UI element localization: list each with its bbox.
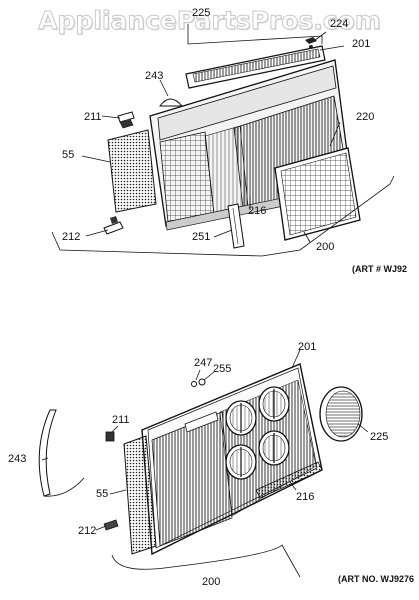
part-55-filter	[107, 129, 157, 213]
part-225-louver	[185, 45, 326, 89]
label-201-bottom: 201	[298, 341, 316, 353]
round-louvers	[225, 386, 290, 480]
label-247: 247	[194, 357, 212, 369]
label-200-bottom: 200	[202, 576, 220, 588]
label-201: 201	[352, 38, 370, 50]
part-251-bar	[227, 203, 245, 249]
label-251: 251	[192, 231, 210, 243]
label-211-bottom: 211	[112, 414, 130, 426]
art-reference-bottom: (ART NO. WJ9276	[338, 574, 414, 584]
label-243-bottom: 243	[8, 453, 26, 465]
round-louver-1	[225, 400, 257, 436]
label-220: 220	[356, 111, 374, 123]
label-225-bottom: 225	[370, 431, 388, 443]
top-leader-lines	[51, 24, 395, 257]
watermark: AppliancePartsPros.com	[38, 6, 382, 36]
label-243: 243	[145, 70, 163, 82]
label-225: 225	[192, 7, 210, 19]
label-216-bottom: 216	[296, 491, 314, 503]
top-exploded-view: 225 224 201 243 211 220 55 216 212 251 2…	[51, 7, 407, 274]
label-55-bottom: 55	[96, 488, 108, 500]
art-reference-top: (ART # WJ92	[352, 264, 407, 274]
label-212: 212	[62, 231, 80, 243]
part-211-bracket-bottom	[105, 431, 115, 442]
part-55-filter-bottom	[123, 435, 157, 555]
label-224: 224	[330, 18, 348, 30]
bottom-exploded-view: 201 247 255 211 243 225 55 216 212 200 (…	[8, 341, 414, 588]
part-243-curtain-bottom	[38, 409, 85, 497]
round-louver-3	[225, 444, 257, 480]
label-55: 55	[62, 149, 74, 161]
label-211: 211	[84, 111, 102, 123]
part-225-round-louver	[319, 386, 363, 442]
bottom-leader-lines	[41, 349, 369, 578]
label-200: 200	[316, 241, 334, 253]
part-243-curtain	[159, 98, 184, 107]
part-212-clip-bottom	[103, 519, 119, 531]
part-247-255-fasteners	[191, 378, 206, 387]
part-216-strip	[255, 461, 323, 499]
part-211-bracket	[117, 111, 135, 129]
round-louver-4	[258, 430, 290, 466]
part-212-clip	[103, 216, 124, 235]
label-216: 216	[248, 205, 266, 217]
label-212-bottom: 212	[78, 525, 96, 537]
part-224-screw	[305, 37, 317, 49]
label-255: 255	[213, 363, 231, 375]
part-200-grille-panel	[274, 147, 361, 241]
round-louver-2	[258, 386, 290, 422]
